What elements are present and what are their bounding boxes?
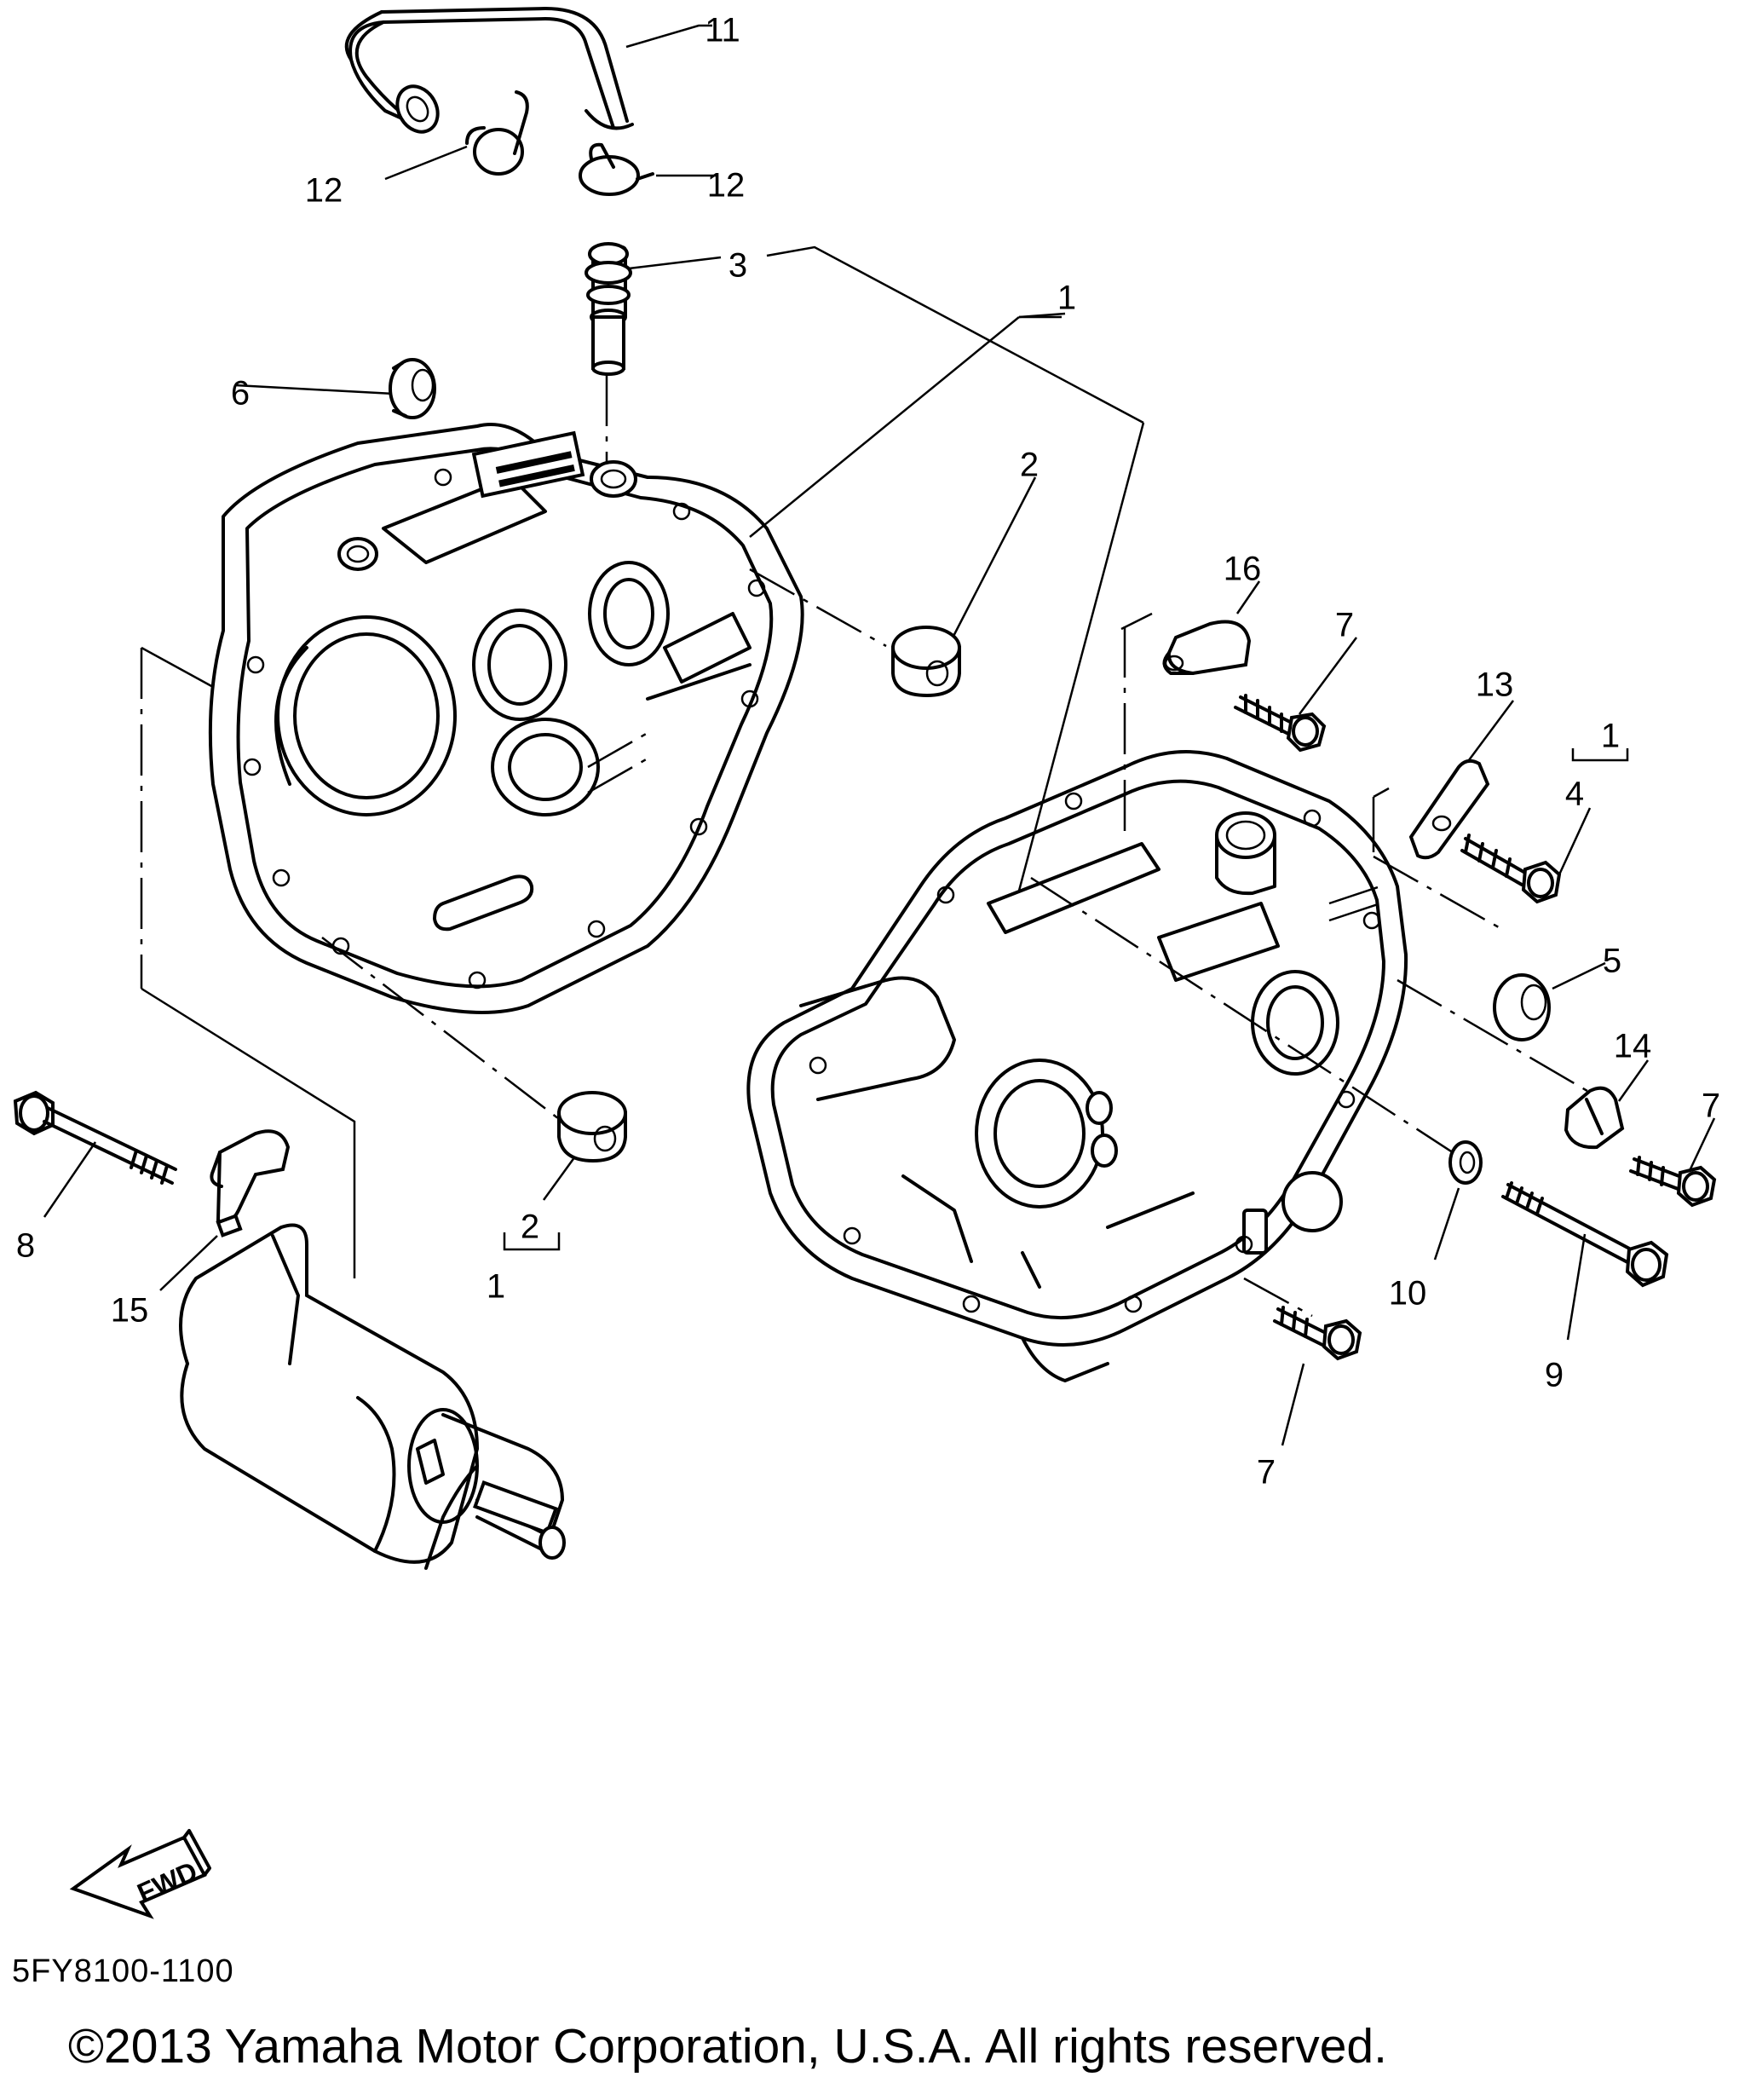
breather-pipe-part-3 xyxy=(585,242,632,376)
washer-part-10 xyxy=(1448,1140,1483,1185)
fwd-direction-arrow: FWD xyxy=(69,1829,211,1919)
clamp-part-15 xyxy=(210,1129,291,1238)
callout-c1b: 1 xyxy=(1601,718,1620,755)
callout-c16: 16 xyxy=(1224,551,1262,588)
callout-c13: 13 xyxy=(1476,666,1514,704)
bolt-part-8 xyxy=(13,1090,177,1185)
callout-c9: 9 xyxy=(1545,1357,1564,1394)
crankcase-right-half-part-1 xyxy=(746,750,1408,1382)
clamp-part-16 xyxy=(1162,620,1252,676)
callout-c2b: 2 xyxy=(521,1209,539,1246)
callout-c14: 14 xyxy=(1614,1028,1652,1065)
callout-c1a: 1 xyxy=(1057,280,1076,317)
bolt-part-7b xyxy=(1629,1156,1717,1208)
callout-c7c: 7 xyxy=(1257,1454,1276,1491)
callout-c5: 5 xyxy=(1603,943,1621,980)
callout-c8: 8 xyxy=(16,1227,35,1265)
bolt-part-7a xyxy=(1234,694,1327,753)
callout-c12a: 12 xyxy=(305,172,343,210)
callout-c2a: 2 xyxy=(1020,447,1039,484)
dowel-pin-part-2-top xyxy=(891,626,961,698)
callout-c12b: 12 xyxy=(707,167,746,205)
crankcase-left-half-part-1 xyxy=(208,423,804,1014)
callout-c4: 4 xyxy=(1565,776,1584,813)
callout-c10: 10 xyxy=(1389,1275,1427,1312)
alignment-lines xyxy=(140,375,1603,1318)
cover-part-14 xyxy=(1564,1086,1625,1150)
leader-lines xyxy=(43,24,1716,1446)
callout-c7a: 7 xyxy=(1335,607,1354,644)
callout-c15: 15 xyxy=(111,1292,149,1330)
oil-seal-part-5 xyxy=(1493,973,1551,1041)
copyright-notice: ©2013 Yamaha Motor Corporation, U.S.A. A… xyxy=(68,2019,1387,2074)
diagram-code: 5FY8100-1100 xyxy=(12,1953,234,1989)
dowel-pin-part-2-bottom xyxy=(557,1091,627,1163)
callout-c3: 3 xyxy=(729,247,747,285)
starter-motor xyxy=(179,1223,566,1570)
bolt-part-9 xyxy=(1501,1181,1669,1288)
bolt-part-4 xyxy=(1460,834,1562,904)
bolt-part-7c xyxy=(1273,1306,1362,1361)
hose-clip-part-12b xyxy=(579,142,654,196)
callout-c6: 6 xyxy=(231,375,250,412)
callout-c1c: 1 xyxy=(487,1268,505,1306)
bracket-part-13 xyxy=(1408,759,1490,860)
hatched-rib xyxy=(495,451,575,488)
oil-seal-part-6 xyxy=(389,358,436,419)
hose-clip-part-12a xyxy=(465,90,529,176)
breather-hose-part-11 xyxy=(344,7,634,134)
callout-c7b: 7 xyxy=(1702,1088,1720,1125)
callout-c11: 11 xyxy=(705,12,740,49)
